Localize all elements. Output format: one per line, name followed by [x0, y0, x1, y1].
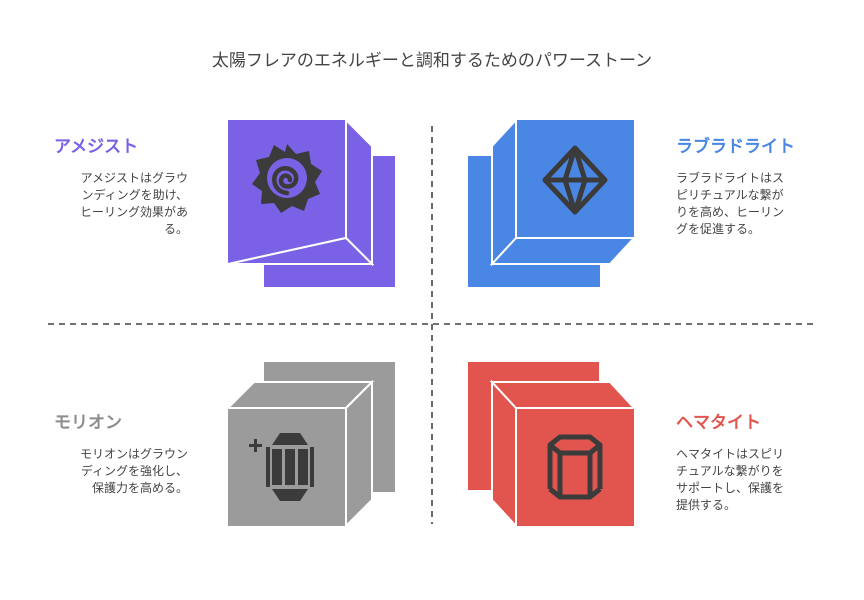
amethyst-name: アメジスト — [54, 137, 139, 157]
morion-desc-line: ディングを強化し、 — [80, 464, 188, 478]
hematite-description: ヘマタイトはスピリ チュアルな繋がりを サポートし、保護を 提供する。 — [676, 446, 826, 514]
hematite-name: ヘマタイト — [676, 413, 761, 433]
labradorite-description: ラブラドライトはス ピリチュアルな繋が りを高め、ヒーリン グを促進する。 — [676, 170, 826, 238]
amethyst-card — [228, 120, 395, 287]
hematite-desc-line: チュアルな繋がりを — [676, 464, 784, 478]
hematite-desc-line: サポートし、保護を — [676, 481, 785, 495]
morion-desc-line: 保護力を高める。 — [91, 481, 188, 495]
diagram-title: 太陽フレアのエネルギーと調和するためのパワーストーン — [211, 51, 653, 71]
labradorite-desc-line: りを高め、ヒーリン — [676, 205, 785, 219]
sparkle-gem-icon — [249, 433, 314, 501]
labradorite-desc-line: グを促進する。 — [676, 222, 761, 236]
amethyst-description: アメジストはグラウ ンディングを助け、 ヒーリング効果があ る。 — [38, 170, 188, 238]
hematite-desc-line: 提供する。 — [676, 498, 737, 512]
hexagonal-prism-icon — [547, 434, 603, 500]
spiral-sun-icon — [252, 144, 322, 213]
labradorite-name: ラブラドライト — [676, 137, 795, 157]
amethyst-desc-line: る。 — [163, 222, 188, 236]
octahedron-gem-icon — [542, 145, 608, 215]
labradorite-card — [468, 120, 636, 287]
amethyst-desc-line: アメジストはグラウ — [80, 171, 188, 185]
labradorite-desc-line: ラブラドライトはス — [676, 171, 785, 185]
hematite-card — [468, 362, 636, 529]
morion-description: モリオンはグラウン ディングを強化し、 保護力を高める。 — [38, 446, 188, 497]
amethyst-desc-line: ンディングを助け、 — [81, 188, 188, 202]
morion-card — [228, 362, 395, 529]
morion-desc-line: モリオンはグラウン — [79, 447, 188, 461]
morion-name: モリオン — [54, 413, 122, 433]
labradorite-desc-line: ピリチュアルな繋が — [676, 188, 784, 202]
amethyst-desc-line: ヒーリング効果があ — [79, 205, 188, 219]
hematite-desc-line: ヘマタイトはスピリ — [676, 447, 785, 461]
